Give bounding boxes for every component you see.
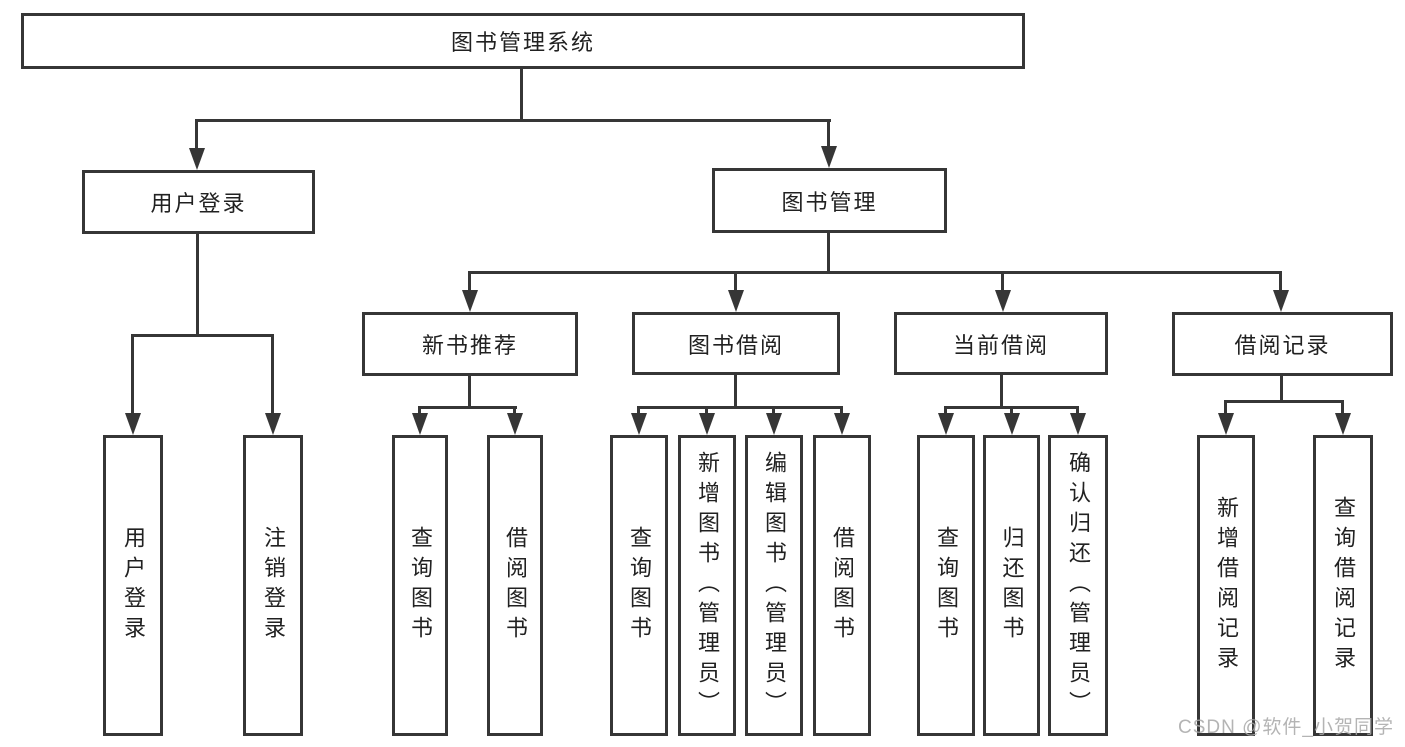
arrow-down-icon — [412, 413, 428, 435]
arrow-down-icon — [1218, 413, 1234, 435]
node-label: 用户登录 — [150, 191, 247, 216]
edge-line — [1224, 400, 1344, 403]
arrow-down-icon — [189, 148, 205, 170]
node-borrowing-records: 借阅记录 — [1172, 312, 1393, 376]
node-borrow-books-borrowing: 借阅图书 — [813, 435, 871, 736]
node-query-borrow-record: 查询借阅记录 — [1313, 435, 1373, 736]
arrow-down-icon — [728, 290, 744, 312]
edge-line — [1076, 406, 1079, 418]
arrow-down-icon — [265, 413, 281, 435]
node-query-books-current: 查询图书 — [917, 435, 975, 736]
arrow-down-icon — [834, 413, 850, 435]
node-label: 借阅图书 — [830, 525, 855, 646]
edge-line — [1280, 376, 1283, 403]
node-logout-action: 注销登录 — [243, 435, 303, 736]
node-add-borrow-record: 新增借阅记录 — [1197, 435, 1255, 736]
edge-line — [513, 406, 516, 418]
edge-line — [637, 406, 842, 409]
edge-line — [468, 271, 1281, 274]
node-new-book-recommendation: 新书推荐 — [362, 312, 578, 376]
edge-line — [637, 406, 640, 418]
edge-line — [734, 375, 737, 408]
arrow-down-icon — [821, 146, 837, 168]
edge-line — [418, 406, 421, 418]
node-label: 查询图书 — [934, 525, 959, 646]
node-label: 归还图书 — [999, 525, 1025, 646]
csdn-watermark: CSDN @软件_小贺同学 — [1178, 717, 1394, 738]
node-label: 借阅记录 — [1234, 333, 1331, 358]
edge-line — [840, 406, 843, 418]
node-current-borrowing: 当前借阅 — [894, 312, 1108, 375]
node-label: 新增借阅记录 — [1214, 495, 1239, 676]
node-label: 编辑图书（管理员） — [762, 450, 787, 721]
node-confirm-return-admin: 确认归还（管理员） — [1048, 435, 1108, 736]
edge-line — [1000, 375, 1003, 408]
node-label: 查询借阅记录 — [1331, 495, 1356, 676]
node-query-books-recommend: 查询图书 — [392, 435, 448, 736]
node-label: 查询图书 — [627, 525, 652, 646]
edge-line — [131, 334, 274, 337]
arrow-down-icon — [1004, 413, 1020, 435]
node-label: 确认归还（管理员） — [1066, 450, 1091, 721]
edge-line — [418, 406, 517, 409]
edge-line — [1341, 400, 1344, 418]
arrow-down-icon — [938, 413, 954, 435]
arrow-down-icon — [125, 413, 141, 435]
edge-line — [827, 233, 830, 274]
arrow-down-icon — [631, 413, 647, 435]
node-return-books: 归还图书 — [983, 435, 1040, 736]
arrow-down-icon — [699, 413, 715, 435]
edge-line — [1001, 271, 1004, 295]
edge-line — [1010, 406, 1013, 418]
node-label: 新增图书（管理员） — [695, 450, 720, 721]
node-label: 注销登录 — [261, 525, 286, 646]
edge-line — [271, 334, 274, 416]
edge-line — [468, 376, 471, 408]
arrow-down-icon — [766, 413, 782, 435]
arrow-down-icon — [1070, 413, 1086, 435]
node-label: 当前借阅 — [952, 332, 1049, 358]
edge-line — [195, 119, 198, 152]
edge-line — [196, 234, 199, 336]
arrow-down-icon — [1273, 290, 1289, 312]
arrow-down-icon — [1335, 413, 1351, 435]
node-label: 用户登录 — [121, 525, 146, 646]
edge-line — [1279, 271, 1282, 295]
node-book-management: 图书管理 — [712, 168, 947, 233]
arrow-down-icon — [507, 413, 523, 435]
edge-line — [468, 271, 471, 295]
edge-line — [734, 271, 737, 295]
node-label: 查询图书 — [408, 525, 433, 646]
node-label: 图书管理 — [781, 189, 878, 215]
node-user-login-action: 用户登录 — [103, 435, 163, 736]
edge-line — [197, 119, 831, 122]
node-label: 新书推荐 — [421, 333, 518, 358]
node-library-system: 图书管理系统 — [21, 13, 1025, 69]
edge-line — [131, 334, 134, 416]
edge-line — [772, 406, 775, 418]
node-edit-books-admin: 编辑图书（管理员） — [745, 435, 803, 736]
arrow-down-icon — [995, 290, 1011, 312]
node-add-books-admin: 新增图书（管理员） — [678, 435, 736, 736]
edge-line — [827, 119, 830, 150]
node-user-login: 用户登录 — [82, 170, 315, 234]
edge-line — [1224, 400, 1227, 418]
node-book-borrowing: 图书借阅 — [632, 312, 840, 375]
edge-line — [520, 69, 523, 122]
node-label: 借阅图书 — [503, 525, 528, 646]
edge-line — [705, 406, 708, 418]
node-label: 图书管理系统 — [450, 30, 595, 55]
node-label: 图书借阅 — [687, 332, 784, 358]
node-borrow-books-recommend: 借阅图书 — [487, 435, 543, 736]
edge-line — [944, 406, 947, 418]
node-query-books-borrowing: 查询图书 — [610, 435, 668, 736]
arrow-down-icon — [462, 290, 478, 312]
